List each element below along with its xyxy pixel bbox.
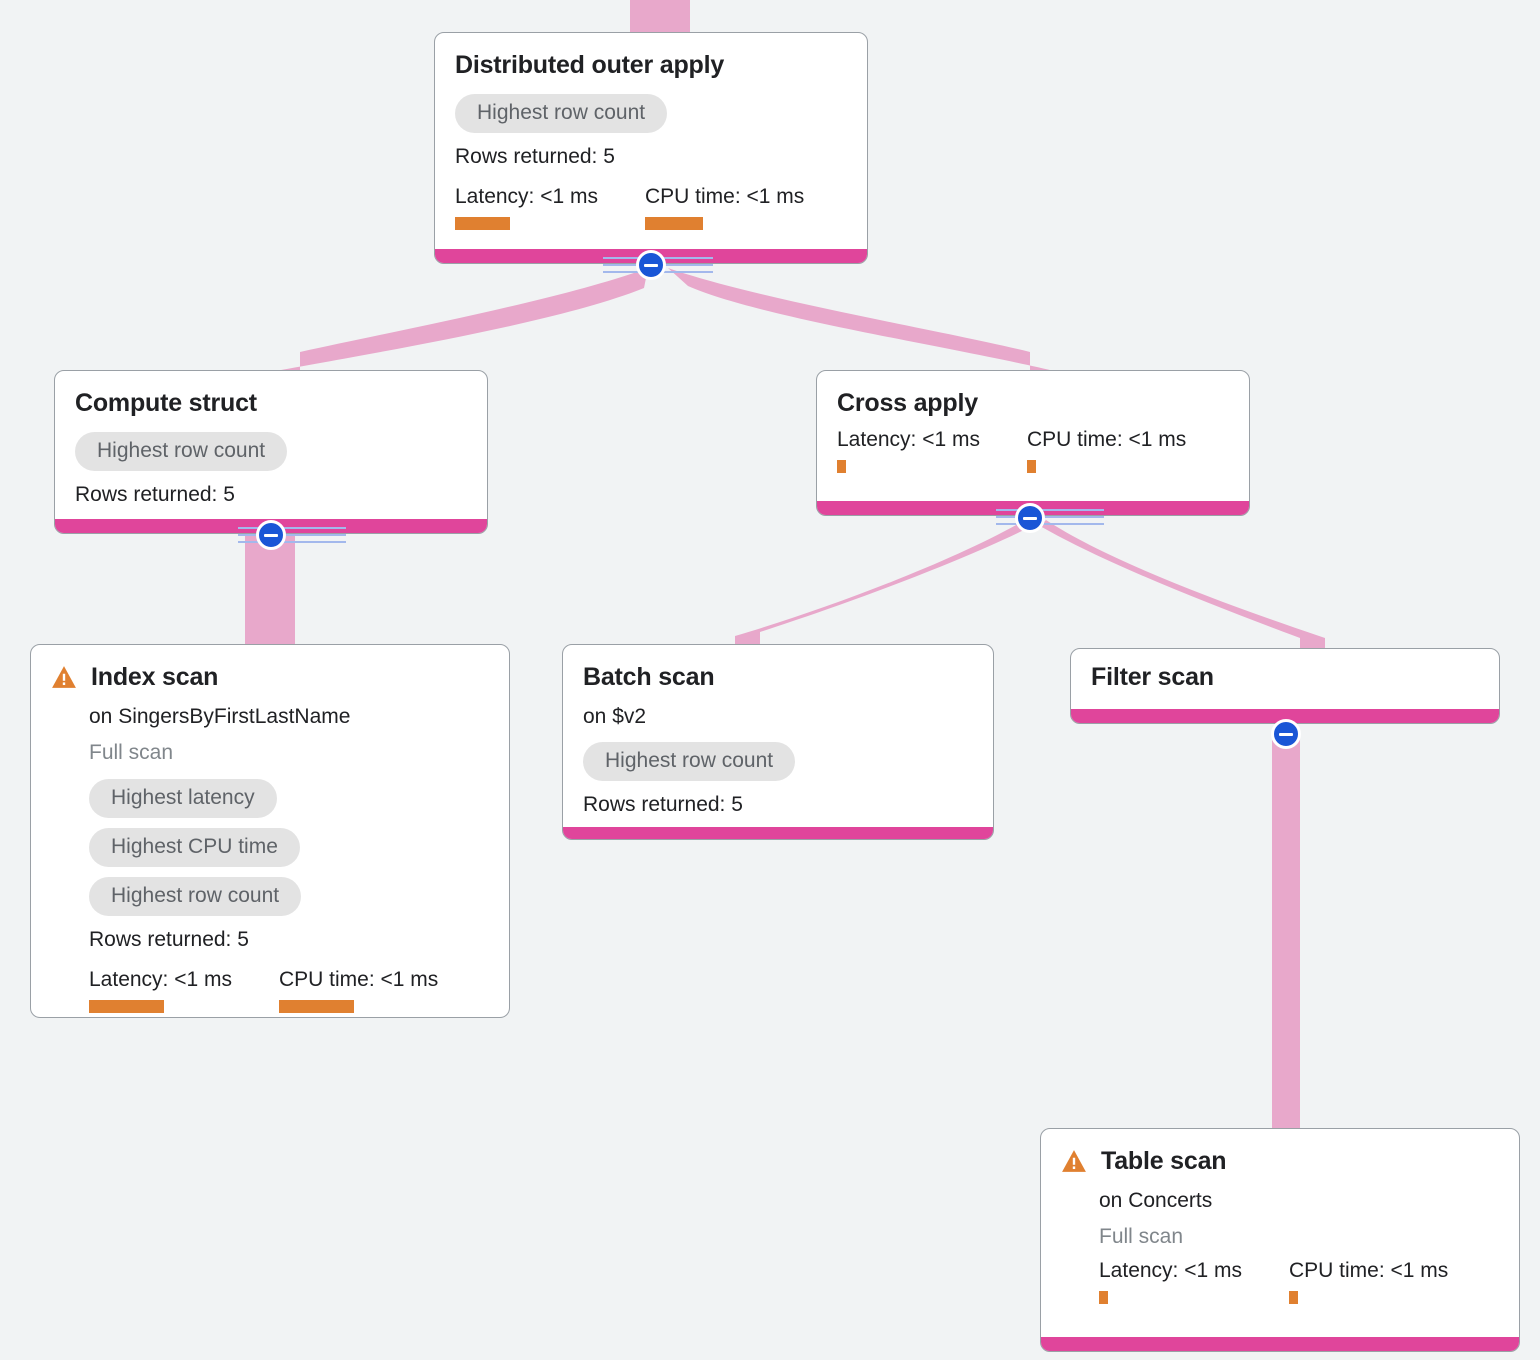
metric-latency: Latency: <1 ms <box>837 428 1027 473</box>
metric-latency-bar <box>1099 1290 1108 1304</box>
warning-icon <box>1062 1150 1086 1173</box>
warning-icon <box>52 666 76 689</box>
plan-node-compute-struct[interactable]: Compute struct Highest row count Rows re… <box>54 370 488 534</box>
plan-node-table-scan[interactable]: Table scan on Concerts Full scan Latency… <box>1040 1128 1520 1352</box>
metric-cpu-time-bar <box>1027 459 1036 473</box>
badge-highest-row-count: Highest row count <box>75 431 288 471</box>
node-title: Table scan <box>1101 1147 1227 1175</box>
node-accent-bar <box>563 827 993 839</box>
metric-cpu-time: CPU time: <1 ms <box>1289 1259 1448 1304</box>
node-subtitle: on SingersByFirstLastName <box>89 704 351 728</box>
node-title-row: Batch scan <box>583 663 715 692</box>
metric-cpu-time-bar <box>645 216 703 230</box>
plan-node-filter-scan[interactable]: Filter scan <box>1070 648 1500 724</box>
metric-cpu-time-label: CPU time: <1 ms <box>1289 1258 1449 1282</box>
metric-latency-bar <box>89 999 164 1013</box>
edge-filter-scan-to-table-scan <box>1272 738 1300 1130</box>
node-title: Cross apply <box>837 389 978 417</box>
node-accent-bar <box>1071 709 1499 723</box>
plan-node-cross-apply[interactable]: Cross apply Latency: <1 ms CPU time: <1 … <box>816 370 1250 516</box>
node-subtitle: on $v2 <box>583 704 647 728</box>
metric-latency-label: Latency: <1 ms <box>1099 1258 1242 1282</box>
rows-returned: Rows returned: 5 <box>89 927 249 951</box>
node-title: Index scan <box>91 663 219 691</box>
metric-latency-label: Latency: <1 ms <box>89 967 232 991</box>
badge-highest-row-count: Highest row count <box>583 742 796 782</box>
node-title-row: Cross apply <box>837 389 978 418</box>
node-title-row: Index scan <box>51 663 218 692</box>
metric-cpu-time-label: CPU time: <1 ms <box>279 967 439 991</box>
collapse-button-compute-struct[interactable] <box>256 520 286 550</box>
plan-node-batch-scan[interactable]: Batch scan on $v2 Highest row count Rows… <box>562 644 994 840</box>
edge-cross-apply-to-batch-scan <box>735 524 1024 660</box>
node-body: Table scan on Concerts Full scan Latency… <box>1041 1129 1519 1337</box>
metric-latency-bar <box>455 216 510 230</box>
badge-highest-row-count: Highest row count <box>455 93 668 133</box>
metric-latency: Latency: <1 ms <box>1099 1259 1289 1304</box>
collapse-button-distributed-outer-apply[interactable] <box>636 250 666 280</box>
metric-latency-label: Latency: <1 ms <box>837 427 980 451</box>
metrics-row: Latency: <1 ms CPU time: <1 ms <box>837 428 1229 473</box>
plan-node-distributed-outer-apply[interactable]: Distributed outer apply Highest row coun… <box>434 32 868 264</box>
badge-highest-row-count: Highest row count <box>89 876 302 916</box>
metrics-row: Latency: <1 ms CPU time: <1 ms <box>1099 1259 1448 1304</box>
metric-cpu-time: CPU time: <1 ms <box>645 185 804 230</box>
metric-latency: Latency: <1 ms <box>455 185 645 230</box>
plan-node-index-scan[interactable]: Index scan on SingersByFirstLastName Ful… <box>30 644 510 1018</box>
node-title: Filter scan <box>1091 663 1214 691</box>
node-title-row: Table scan <box>1061 1147 1227 1176</box>
metric-latency-bar <box>837 459 846 473</box>
edge-cross-apply-to-filter-scan <box>1040 520 1325 662</box>
node-title: Compute struct <box>75 389 257 417</box>
node-details: on SingersByFirstLastName Full scan High… <box>51 696 438 1013</box>
node-scan-type: Full scan <box>1099 1225 1184 1249</box>
node-scan-type: Full scan <box>89 741 174 765</box>
metrics-row: Latency: <1 ms CPU time: <1 ms <box>89 968 438 1013</box>
node-subtitle: on Concerts <box>1099 1188 1213 1212</box>
metric-cpu-time: CPU time: <1 ms <box>279 968 438 1013</box>
badge-highest-cpu-time: Highest CPU time <box>89 827 300 867</box>
badge-highest-latency: Highest latency <box>89 778 277 818</box>
metrics-row: Latency: <1 ms CPU time: <1 ms <box>455 185 847 230</box>
node-title-row: Compute struct <box>75 389 257 418</box>
rows-returned: Rows returned: 5 <box>455 144 615 168</box>
node-body: Filter scan <box>1071 649 1499 709</box>
node-title: Batch scan <box>583 663 715 691</box>
rows-returned: Rows returned: 5 <box>583 793 743 817</box>
node-body: Compute struct Highest row count Rows re… <box>55 371 487 519</box>
node-title: Distributed outer apply <box>455 51 725 79</box>
edge-compute-struct-to-index-scan <box>245 534 295 652</box>
metric-cpu-time-label: CPU time: <1 ms <box>1027 427 1187 451</box>
node-body: Distributed outer apply Highest row coun… <box>435 33 867 249</box>
metric-latency-label: Latency: <1 ms <box>455 184 598 208</box>
edge-root-inflow <box>630 0 690 34</box>
node-accent-bar <box>1041 1337 1519 1351</box>
collapse-button-cross-apply[interactable] <box>1015 503 1045 533</box>
metric-cpu-time-bar <box>1289 1290 1298 1304</box>
node-body: Cross apply Latency: <1 ms CPU time: <1 … <box>817 371 1249 501</box>
rows-returned: Rows returned: 5 <box>75 482 235 506</box>
metric-cpu-time: CPU time: <1 ms <box>1027 428 1186 473</box>
metric-cpu-time-bar <box>279 999 354 1013</box>
metric-latency: Latency: <1 ms <box>89 968 279 1013</box>
node-details: on Concerts Full scan Latency: <1 ms CPU… <box>1061 1180 1448 1304</box>
node-body: Index scan on SingersByFirstLastName Ful… <box>31 645 509 1017</box>
node-body: Batch scan on $v2 Highest row count Rows… <box>563 645 993 827</box>
metric-cpu-time-label: CPU time: <1 ms <box>645 184 805 208</box>
node-title-row: Filter scan <box>1091 663 1214 692</box>
node-title-row: Distributed outer apply <box>455 51 724 80</box>
collapse-button-filter-scan[interactable] <box>1271 719 1301 749</box>
